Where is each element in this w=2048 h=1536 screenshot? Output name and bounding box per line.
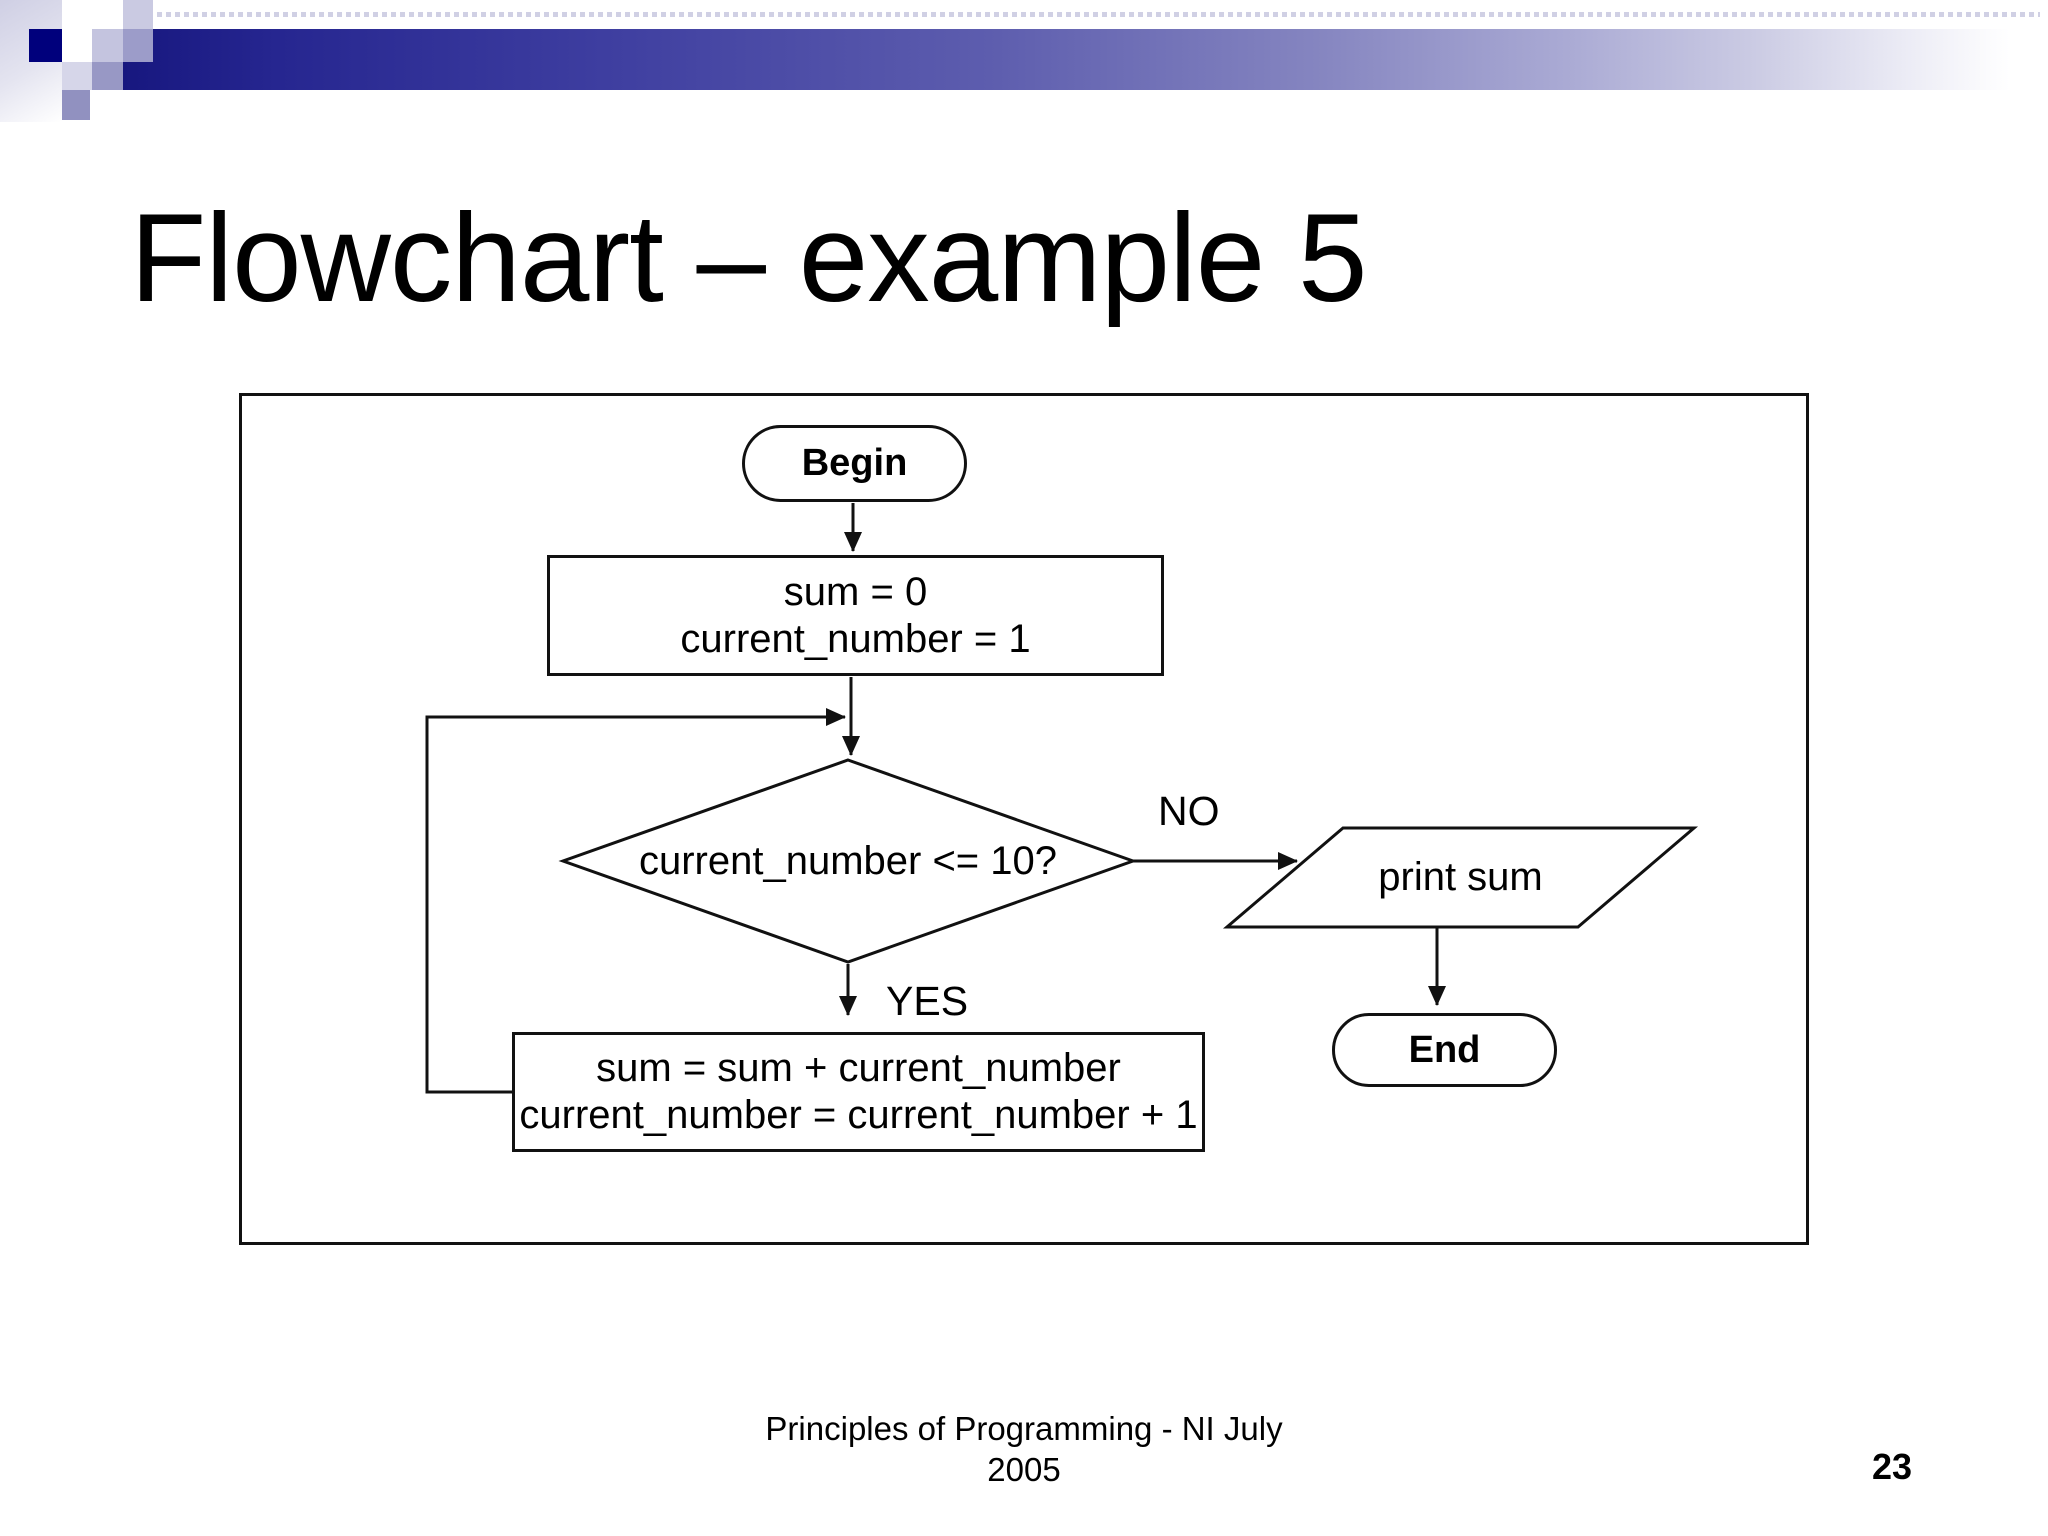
init-line-2: current_number = 1 (680, 616, 1031, 661)
begin-terminal-label: Begin (801, 442, 908, 484)
begin-terminal: Begin (742, 425, 967, 502)
header-gradient-bar (123, 29, 2048, 90)
end-terminal: End (1332, 1013, 1557, 1087)
init-process-box: sum = 0 current_number = 1 (547, 555, 1164, 676)
header-square-medium-3 (62, 90, 90, 120)
yes-branch-label: YES (886, 978, 969, 1024)
footer-line-1: Principles of Programming - NI July (765, 1410, 1283, 1447)
header-square-top (123, 0, 153, 29)
loop-line-2: current_number = current_number + 1 (519, 1093, 1198, 1137)
end-terminal-label: End (1408, 1028, 1481, 1071)
loop-process-box: sum = sum + current_number current_numbe… (512, 1032, 1205, 1152)
flowchart-border (239, 393, 1809, 1245)
footer-line-2: 2005 (987, 1451, 1061, 1488)
init-line-1: sum = 0 (783, 569, 928, 614)
header-dashed-line (130, 12, 2040, 17)
decision-label: current_number <= 10? (638, 838, 1058, 883)
header-square-light (92, 29, 123, 62)
no-branch-label: NO (1158, 788, 1220, 834)
page-number: 23 (1872, 1446, 1913, 1487)
header-square-medium-2 (92, 62, 123, 90)
page-title: Flowchart – example 5 (130, 189, 1368, 328)
footer: Principles of Programming - NI July 2005 (0, 1408, 2048, 1490)
header-square-navy (29, 29, 62, 62)
loop-line-1: sum = sum + current_number (596, 1046, 1121, 1090)
header-square-light-2 (62, 62, 92, 90)
header-square-medium (123, 29, 153, 62)
output-label: print sum (1378, 855, 1543, 899)
